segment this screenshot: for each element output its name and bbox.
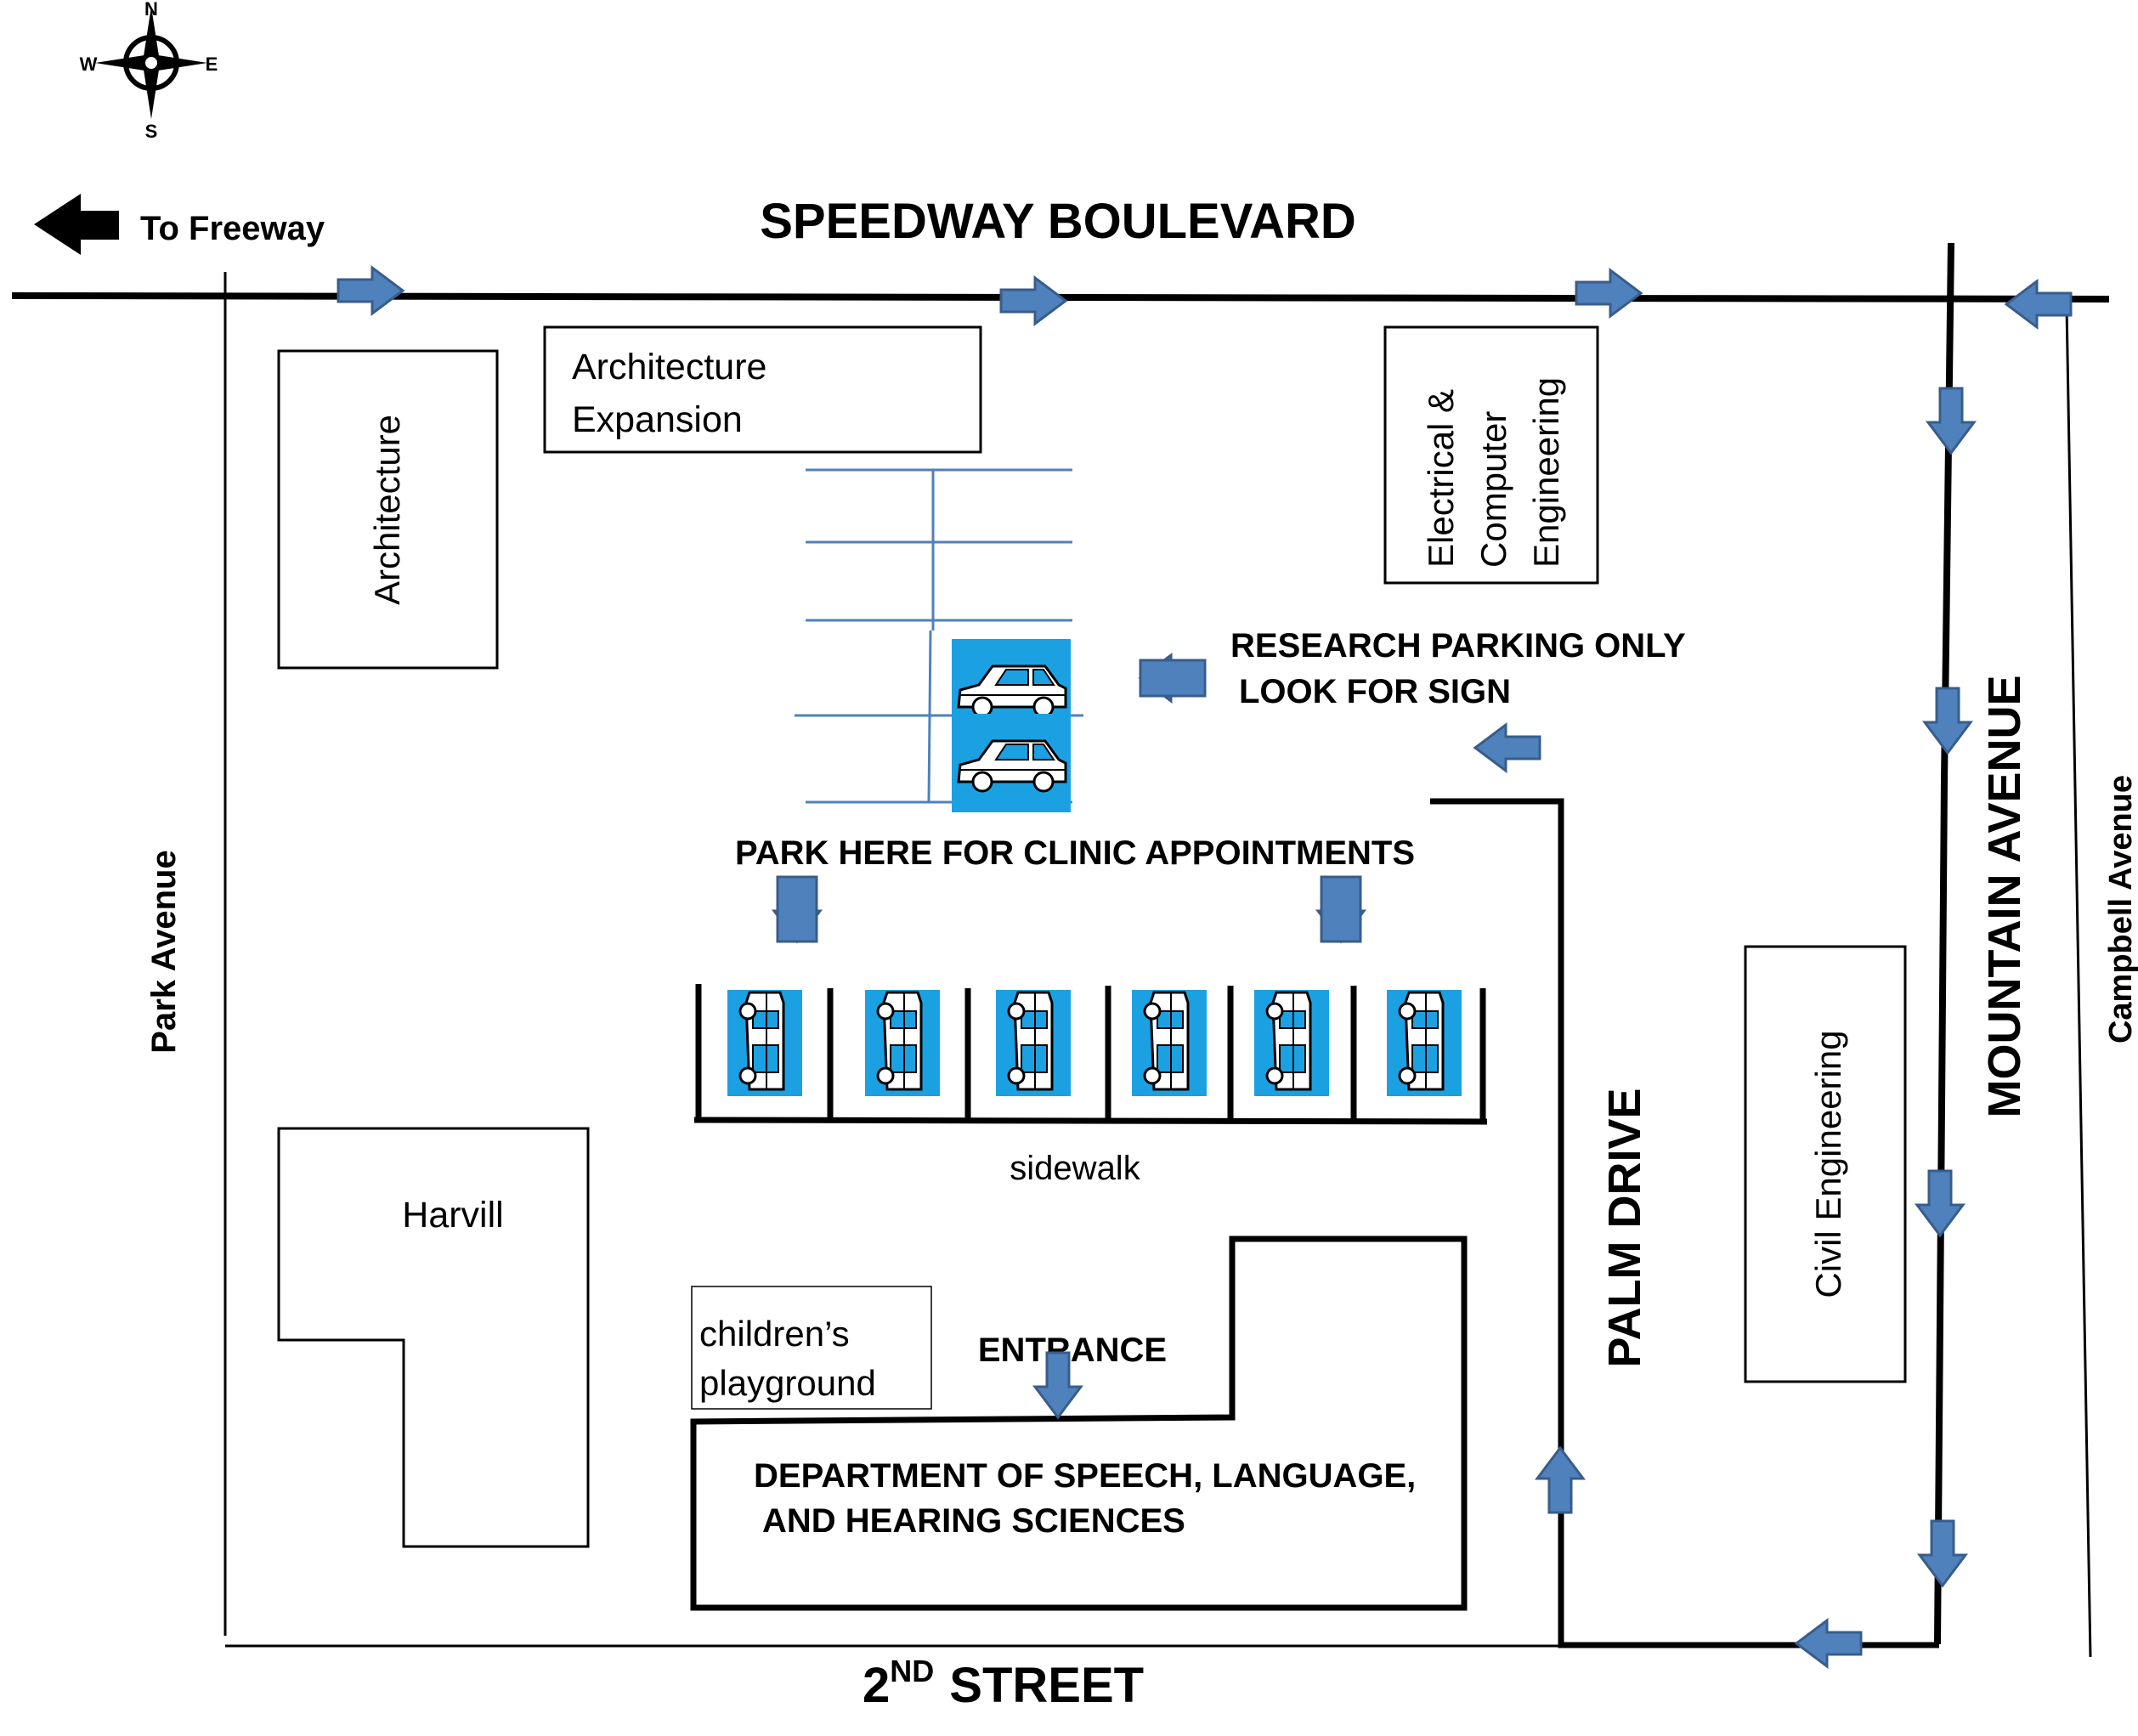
traffic-arrow-right-1 xyxy=(337,266,404,315)
traffic-arrow-down-3 xyxy=(1915,1169,1965,1237)
traffic-arrow-left-east-end xyxy=(2005,280,2073,329)
clinic-parking-stalls xyxy=(693,984,1488,1125)
clinic-parking-label: PARK HERE FOR CLINIC APPOINTMENTS xyxy=(735,834,1415,872)
research-parking-arrow-shaft xyxy=(1139,659,1207,698)
freeway-arrow-icon xyxy=(34,194,119,255)
research-parking-lot xyxy=(795,468,1083,804)
street-park-avenue: Park Avenue xyxy=(145,850,183,1053)
childrens-playground-label-1: children’s xyxy=(699,1314,850,1354)
clinic-parking-arrow-right-shaft xyxy=(1320,875,1362,943)
compass-north-label: N xyxy=(144,0,158,20)
clinic-parking-car-3 xyxy=(994,988,1072,1098)
street-speedway-boulevard: SPEEDWAY BOULEVARD xyxy=(760,194,1356,249)
road-campbell-avenue xyxy=(2065,305,2092,1658)
traffic-arrow-down-1 xyxy=(1926,387,1976,455)
traffic-arrow-up-palm-drive xyxy=(1536,1446,1585,1514)
compass-east-label: E xyxy=(206,54,218,75)
street-mountain-avenue: MOUNTAIN AVENUE xyxy=(1979,676,2030,1118)
clinic-parking-car-6 xyxy=(1385,988,1463,1098)
traffic-arrow-right-3 xyxy=(1575,269,1643,318)
clinic-parking-car-4 xyxy=(1130,988,1208,1098)
clinic-parking-car-2 xyxy=(863,988,942,1098)
compass-rose-icon xyxy=(95,7,207,119)
building-architecture-label: Architecture xyxy=(367,415,407,605)
research-parking-car-2 xyxy=(950,712,1072,814)
freeway-label: To Freeway xyxy=(140,210,325,247)
building-architecture xyxy=(277,349,499,670)
building-speech-language-hearing-sciences xyxy=(690,1236,1468,1611)
compass-west-label: W xyxy=(80,54,98,75)
building-harvill xyxy=(277,1127,590,1548)
traffic-arrow-left-2nd-street xyxy=(1795,1619,1863,1668)
clinic-parking-arrow-left-shaft xyxy=(776,875,818,943)
traffic-arrow-down-2 xyxy=(1923,687,1972,755)
street-campbell-avenue: Campbell Avenue xyxy=(2103,775,2138,1043)
traffic-arrow-left-palm-drive xyxy=(1473,723,1541,772)
building-civil-engineering xyxy=(1744,945,1907,1383)
building-architecture-expansion xyxy=(543,325,982,454)
compass-south-label: S xyxy=(145,121,158,142)
childrens-playground-label-2: playground xyxy=(699,1363,876,1403)
building-architecture-expansion-label-2: Expansion xyxy=(572,399,743,440)
street-palm-drive: PALM DRIVE xyxy=(1599,1088,1650,1367)
department-label-2: AND HEARING SCIENCES xyxy=(762,1502,1185,1540)
building-ece-label-3: Engineering xyxy=(1526,377,1566,568)
research-parking-label-2: LOOK FOR SIGN xyxy=(1239,673,1511,710)
childrens-playground xyxy=(691,1286,932,1410)
research-parking-label-1: RESEARCH PARKING ONLY xyxy=(1230,627,1686,664)
building-architecture-expansion-label-1: Architecture xyxy=(572,347,766,387)
building-electrical-computer-engineering xyxy=(1383,325,1599,585)
building-ece-label-1: Electrical & xyxy=(1421,389,1461,568)
sidewalk-label: sidewalk xyxy=(1010,1150,1140,1187)
road-palm-drive xyxy=(1430,798,1939,1648)
department-label-1: DEPARTMENT OF SPEECH, LANGUAGE, xyxy=(754,1457,1416,1495)
traffic-arrow-right-2 xyxy=(999,276,1067,325)
building-civil-engineering-label: Civil Engineering xyxy=(1808,1030,1848,1298)
building-ece-label-2: Computer xyxy=(1473,411,1513,568)
road-mountain-avenue xyxy=(1934,242,1954,1645)
clinic-parking-car-5 xyxy=(1253,988,1331,1098)
traffic-arrow-down-4 xyxy=(1918,1519,1967,1587)
clinic-parking-car-1 xyxy=(726,988,804,1098)
entrance-label: ENTRANCE xyxy=(978,1332,1167,1369)
building-harvill-label: Harvill xyxy=(402,1195,503,1236)
